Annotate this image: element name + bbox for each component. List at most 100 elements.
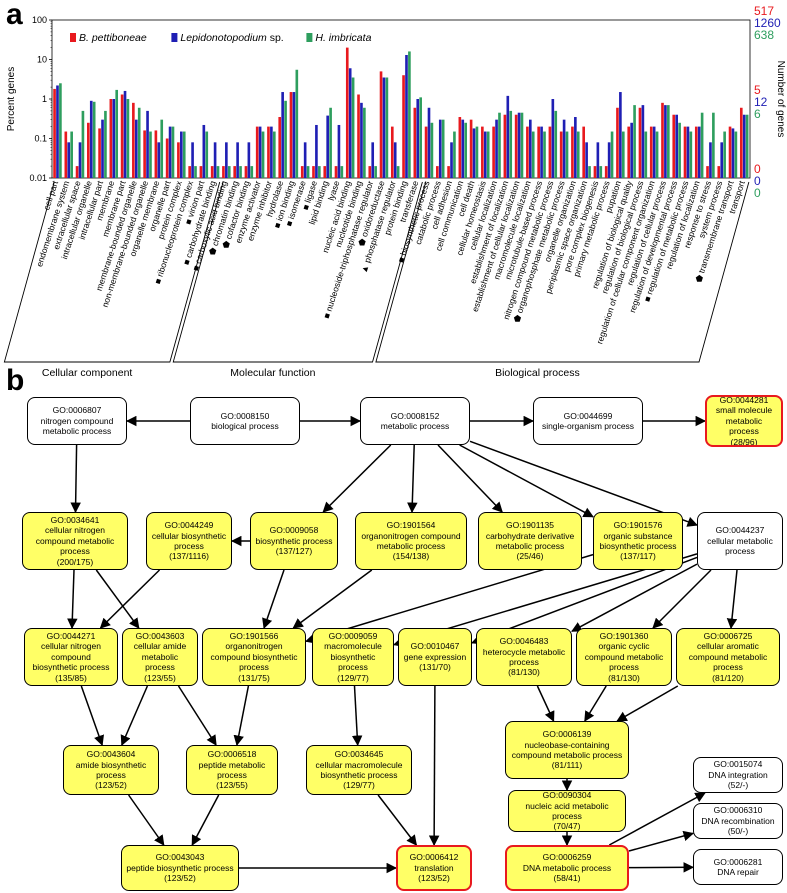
bar-b-pettiboneae xyxy=(323,166,327,178)
group-bracket xyxy=(3,181,221,363)
go-node-counts: (58/41) xyxy=(553,873,581,884)
bar-h-imbricata xyxy=(441,119,445,178)
go-node-id: GO:0044237 xyxy=(715,525,765,536)
bar-b-pettiboneae xyxy=(210,166,214,178)
bar-h-imbricata xyxy=(115,89,119,178)
bar-b-pettiboneae xyxy=(289,92,293,178)
bar-lepidonotopodium-sp- xyxy=(540,126,543,178)
bar-lepidonotopodium-sp- xyxy=(371,142,375,178)
go-node-name: organic cyclic compound metabolic proces… xyxy=(584,641,664,673)
bar-b-pettiboneae xyxy=(706,166,709,178)
edge-n44249-n44271 xyxy=(99,569,161,629)
bar-b-pettiboneae xyxy=(199,166,203,178)
go-node-id: GO:0090304 xyxy=(542,790,592,801)
go-node-id: GO:0006310 xyxy=(713,805,763,816)
bar-lepidonotopodium-sp- xyxy=(506,95,510,178)
bar-b-pettiboneae xyxy=(616,107,619,178)
right-axis-value: 517 xyxy=(754,4,774,18)
edge-n34645-n6412 xyxy=(377,794,418,846)
bar-lepidonotopodium-sp- xyxy=(315,124,318,178)
edge-n1901564-n1901566 xyxy=(292,569,373,629)
bar-h-imbricata xyxy=(689,131,693,178)
bar-b-pettiboneae xyxy=(694,126,698,178)
go-node-id: GO:0006259 xyxy=(542,852,592,863)
bar-lepidonotopodium-sp- xyxy=(382,77,386,178)
bar-h-imbricata xyxy=(205,131,209,178)
y-tick-label: 1 xyxy=(42,94,47,104)
go-node-counts: (81/111) xyxy=(551,760,583,771)
bar-b-pettiboneae xyxy=(109,99,113,178)
bar-b-pettiboneae xyxy=(278,117,282,178)
bar-h-imbricata xyxy=(385,77,389,178)
go-node-name: small molecule metabolic process xyxy=(715,405,773,437)
bar-b-pettiboneae xyxy=(357,94,360,178)
go-node-counts: (123/52) xyxy=(418,873,450,884)
bar-b-pettiboneae xyxy=(469,119,473,178)
bar-h-imbricata xyxy=(340,166,344,178)
bar-h-imbricata xyxy=(149,131,152,178)
edge-n6518-n43043 xyxy=(191,794,220,846)
bar-h-imbricata xyxy=(712,112,715,178)
bar-h-imbricata xyxy=(486,131,490,178)
bar-b-pettiboneae xyxy=(582,126,585,178)
go-node-counts: (50/-) xyxy=(727,826,749,837)
bar-h-imbricata xyxy=(622,131,625,178)
bar-lepidonotopodium-sp- xyxy=(585,142,588,178)
y-tick-label: 100 xyxy=(32,15,47,25)
bar-b-pettiboneae xyxy=(402,75,405,178)
bar-h-imbricata xyxy=(92,101,96,178)
legend-label: Lepidonotopodium sp. xyxy=(180,32,283,44)
bar-lepidonotopodium-sp- xyxy=(405,55,408,178)
edge-n8152-n1901576 xyxy=(459,444,594,518)
go-node-counts: (131/70) xyxy=(419,662,451,673)
go-node-name: biological process xyxy=(211,421,279,431)
bar-lepidonotopodium-sp- xyxy=(438,119,442,178)
bar-h-imbricata xyxy=(295,69,299,178)
bar-lepidonotopodium-sp- xyxy=(731,128,735,178)
bar-b-pettiboneae xyxy=(571,126,574,178)
bar-b-pettiboneae xyxy=(75,166,79,178)
go-node-id: GO:0043603 xyxy=(135,631,185,642)
bar-b-pettiboneae xyxy=(649,126,653,178)
bar-lepidonotopodium-sp- xyxy=(664,105,667,178)
y-tick-label: 0.1 xyxy=(34,134,47,144)
go-node-id: GO:0006281 xyxy=(713,856,763,867)
go-node-name: peptide metabolic process xyxy=(198,759,266,780)
bar-lepidonotopodium-sp- xyxy=(134,119,138,178)
bar-h-imbricata xyxy=(734,131,738,178)
bar-h-imbricata xyxy=(160,119,164,178)
bar-h-imbricata xyxy=(318,166,321,178)
bar-b-pettiboneae xyxy=(548,126,552,178)
legend-label: H. imbricata xyxy=(315,32,371,44)
go-node-id: GO:0043043 xyxy=(155,852,205,863)
bar-lepidonotopodium-sp- xyxy=(303,142,307,178)
edge-n8152-n9058 xyxy=(322,444,392,513)
bar-lepidonotopodium-sp- xyxy=(416,99,420,178)
edge-n6807-n34641 xyxy=(70,444,81,514)
bar-h-imbricata xyxy=(633,105,636,178)
bar-lepidonotopodium-sp- xyxy=(675,114,678,178)
bar-b-pettiboneae xyxy=(683,126,687,178)
bar-h-imbricata xyxy=(182,131,186,178)
bar-b-pettiboneae xyxy=(638,107,642,178)
go-node-id: GO:0044249 xyxy=(164,520,214,531)
bar-h-imbricata xyxy=(498,112,501,178)
bar-h-imbricata xyxy=(239,166,242,178)
bar-lepidonotopodium-sp- xyxy=(472,128,476,178)
edge-n9058-n1901566 xyxy=(262,569,285,629)
go-node-id: GO:0034641 xyxy=(50,515,100,526)
go-node-id: GO:0008152 xyxy=(390,410,440,421)
go-node-name: cellular aromatic compound metabolic pro… xyxy=(688,641,768,673)
bar-h-imbricata xyxy=(543,131,546,178)
go-node-id: GO:0043604 xyxy=(86,749,136,760)
bar-lepidonotopodium-sp- xyxy=(619,92,622,178)
bar-h-imbricata xyxy=(104,110,107,178)
edge-n6725-n6139 xyxy=(616,685,679,722)
